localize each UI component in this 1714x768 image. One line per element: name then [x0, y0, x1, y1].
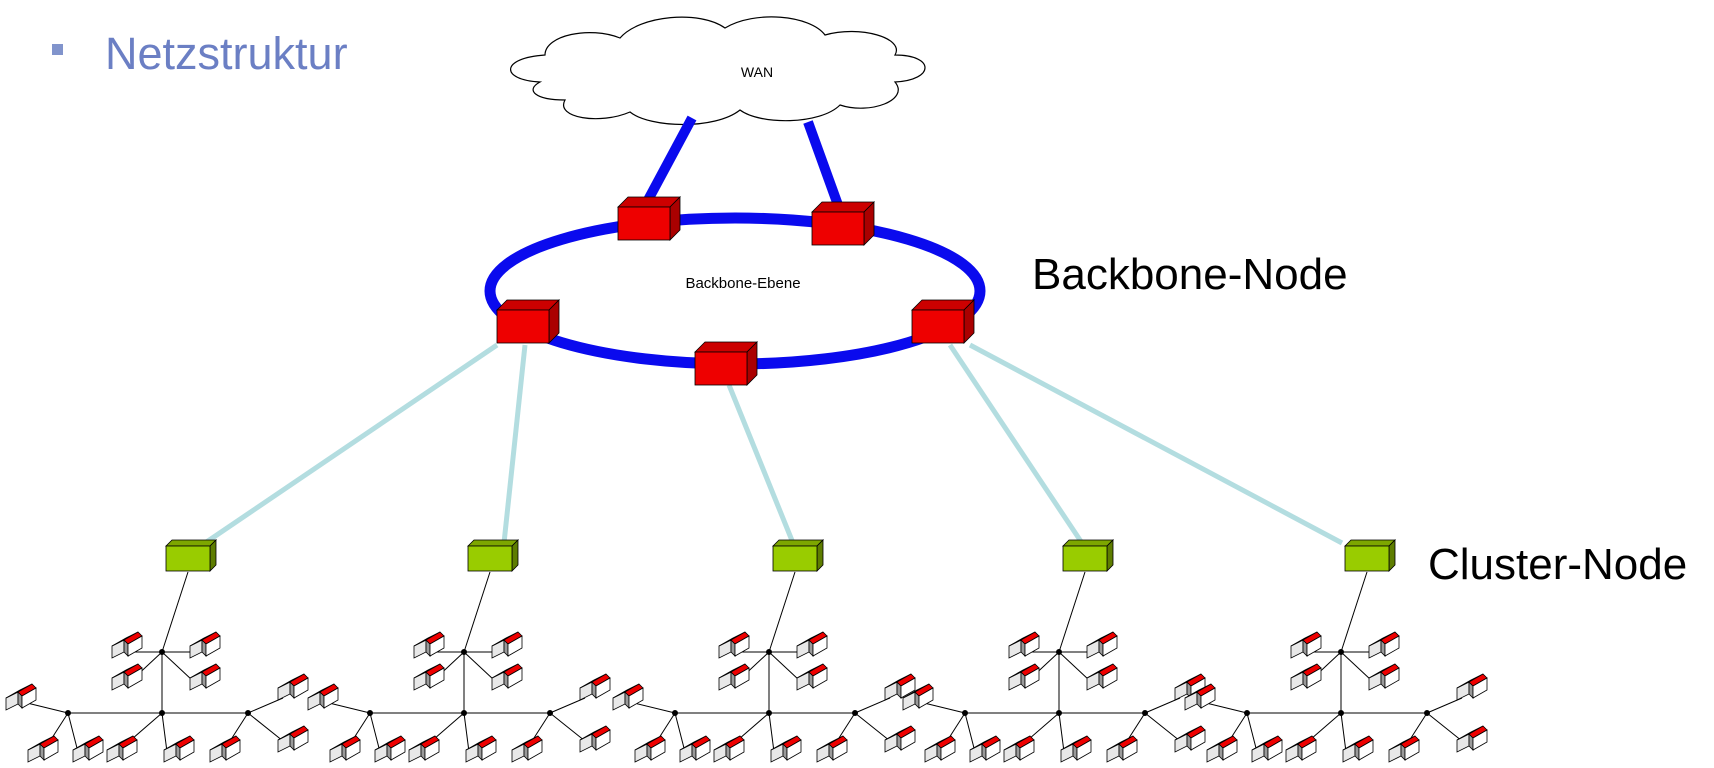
house-icon [718, 663, 750, 691]
house-icon [189, 631, 221, 659]
house-icon [209, 735, 241, 763]
cluster-tree-4 [902, 539, 1206, 763]
house-icon [511, 735, 543, 763]
house-icon [1251, 735, 1283, 763]
house-icon [634, 735, 666, 763]
house-icon [1174, 725, 1206, 753]
house-icon [1285, 735, 1317, 763]
house-icon [277, 673, 309, 701]
house-icon [1342, 735, 1374, 763]
cluster-link-3 [726, 384, 796, 544]
wan-uplinks [643, 115, 843, 207]
house-icon [796, 663, 828, 691]
cluster-tree-2 [307, 539, 611, 763]
house-icon [679, 735, 711, 763]
house-icon [5, 683, 37, 711]
bullet-marker [52, 44, 63, 55]
cluster-node-3 [772, 539, 824, 572]
house-icon [1290, 631, 1322, 659]
house-icon [770, 735, 802, 763]
house-icon [465, 735, 497, 763]
slide-heading: Netzstruktur [105, 28, 348, 79]
wan-label: WAN [741, 64, 773, 80]
house-icon [924, 735, 956, 763]
cluster-link-2 [501, 344, 528, 544]
house-icon [1106, 735, 1138, 763]
backbone-node-4 [911, 299, 975, 344]
backbone-node-label: Backbone-Node [1032, 250, 1348, 299]
house-icon [1456, 673, 1488, 701]
cluster-link-5 [968, 342, 1344, 546]
house-icon [27, 735, 59, 763]
house-icon [796, 631, 828, 659]
house-icon [189, 663, 221, 691]
wan-cloud: WAN [510, 16, 926, 126]
cluster-link-1 [203, 342, 499, 546]
backbone-node-5 [694, 341, 758, 386]
cluster-node-5 [1344, 539, 1396, 572]
backbone-node-1 [617, 196, 681, 241]
house-icon [1388, 735, 1420, 763]
house-icon [816, 735, 848, 763]
house-icon [408, 735, 440, 763]
house-icon [329, 735, 361, 763]
house-icon [163, 735, 195, 763]
house-icon [1086, 631, 1118, 659]
house-icon [1456, 725, 1488, 753]
house-icon [1086, 663, 1118, 691]
house-icon [1003, 735, 1035, 763]
cluster-links [203, 342, 1344, 546]
house-icon [72, 735, 104, 763]
house-icon [413, 631, 445, 659]
house-icon [969, 735, 1001, 763]
cluster-node-2 [467, 539, 519, 572]
house-icon [579, 725, 611, 753]
cluster-tree-1 [5, 539, 309, 763]
house-icon [307, 683, 339, 711]
house-icon [718, 631, 750, 659]
cluster-tree-5 [1184, 539, 1488, 763]
house-icon [374, 735, 406, 763]
house-icon [1206, 735, 1238, 763]
backbone-node-2 [811, 201, 875, 246]
cluster-trees [5, 539, 1488, 763]
house-icon [106, 735, 138, 763]
house-icon [579, 673, 611, 701]
house-icon [1008, 663, 1040, 691]
cluster-link-4 [947, 343, 1085, 545]
cluster-node-4 [1062, 539, 1114, 572]
house-icon [111, 663, 143, 691]
house-icon [1290, 663, 1322, 691]
house-icon [884, 725, 916, 753]
cluster-node-label: Cluster-Node [1428, 540, 1688, 589]
backbone-node-3 [496, 299, 560, 344]
house-icon [491, 631, 523, 659]
wan-link-left [643, 115, 697, 203]
house-icon [1008, 631, 1040, 659]
house-icon [1368, 663, 1400, 691]
backbone-nodes [496, 196, 975, 386]
cluster-node-1 [165, 539, 217, 572]
cluster-tree-3 [612, 539, 916, 763]
house-icon [413, 663, 445, 691]
house-icon [612, 683, 644, 711]
house-icon [111, 631, 143, 659]
house-icon [491, 663, 523, 691]
house-icon [277, 725, 309, 753]
house-icon [1368, 631, 1400, 659]
house-icon [1060, 735, 1092, 763]
ring-label: Backbone-Ebene [685, 275, 800, 292]
house-icon [713, 735, 745, 763]
wan-link-right [803, 120, 843, 207]
